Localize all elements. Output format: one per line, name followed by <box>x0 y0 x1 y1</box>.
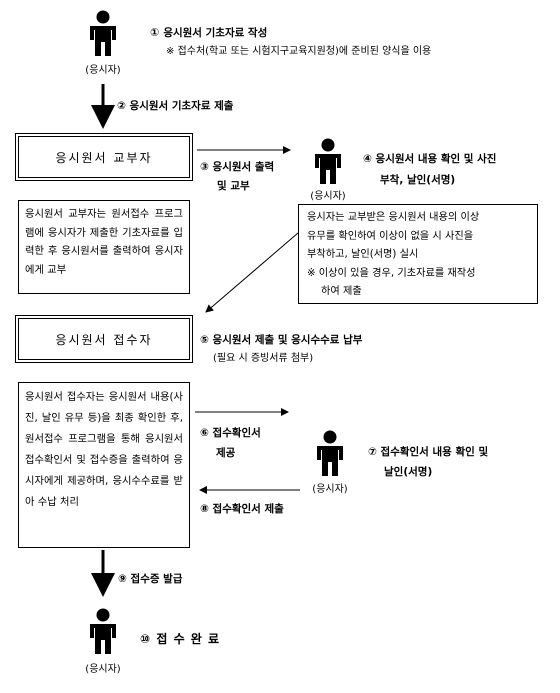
step-1-note: ※ 접수처(학교 또는 시험지구교육지원청)에 준비된 양식을 이용 <box>166 46 432 57</box>
issuer-title-box: 응시원서 교부자 <box>15 133 193 181</box>
step-5-label: ⑤ 응시원서 제출 및 응시수수료 납부 <box>200 334 363 346</box>
step-1-number: ① <box>150 26 160 39</box>
step-3-label: ③ 응시원서 출력 <box>200 161 275 173</box>
applicant-desc-note-cont: 하여 제출 <box>321 286 362 297</box>
applicant-icon-3 <box>311 430 349 478</box>
step-5-note: (필요 시 증빙서류 첨부) <box>213 353 314 364</box>
person-label: (응시자) <box>310 191 346 202</box>
person-label: (응시자) <box>85 664 121 675</box>
applicant-icon-4 <box>84 608 122 656</box>
applicant-icon-1 <box>84 10 122 58</box>
step-6-label-line2: 제공 <box>216 447 236 459</box>
step-3-label-line2: 및 교부 <box>217 180 250 192</box>
arrow-return-diagonal <box>205 232 299 313</box>
step-4-label-line2: 부착, 날인(서명) <box>380 174 456 186</box>
step-8-label: ⑧ 접수확인서 제출 <box>200 503 284 515</box>
step-6-label: ⑥ 접수확인서 <box>200 427 261 439</box>
person-label: (응시자) <box>312 484 348 495</box>
applicant-desc-line: 응시자는 교부받은 응시원서 내용의 이상 <box>307 212 480 223</box>
applicant-desc-line: 부착하고, 날인(서명) 실시 <box>307 249 419 260</box>
person-label: (응시자) <box>85 65 121 76</box>
issuer-description-box: 응시원서 교부자는 원서접수 프로그램에 응시자가 제출한 기초자료를 입력한 … <box>18 200 190 294</box>
step-4-label: ④ 응시원서 내용 확인 및 사진 <box>363 153 497 165</box>
applicant-desc-note: ※ 이상이 있을 경우, 기초자료를 재작성 <box>307 267 476 279</box>
step-7-label: ⑦ 접수확인서 내용 확인 및 <box>368 446 489 458</box>
step-7-label-line2: 날인(서명) <box>384 466 433 478</box>
applicant-icon-2 <box>309 138 347 186</box>
receiver-description-box: 응시원서 접수자는 응시원서 내용(사진, 날인 유무 등)을 최종 확인한 후… <box>18 382 190 548</box>
applicant-description-box: 응시자는 교부받은 응시원서 내용의 이상 유무를 확인하여 이상이 없을 시 … <box>298 204 538 304</box>
applicant-desc-line: 유무를 확인하여 이상이 없을 시 사진을 <box>307 230 474 242</box>
step-2-label: ② 응시원서 기초자료 제출 <box>117 100 234 112</box>
step-9-label: ⑨ 접수증 발급 <box>118 573 183 585</box>
receiver-title-box: 응시원서 접수자 <box>15 315 193 363</box>
step-10-label: ⑩ 접 수 완 료 <box>140 632 221 646</box>
